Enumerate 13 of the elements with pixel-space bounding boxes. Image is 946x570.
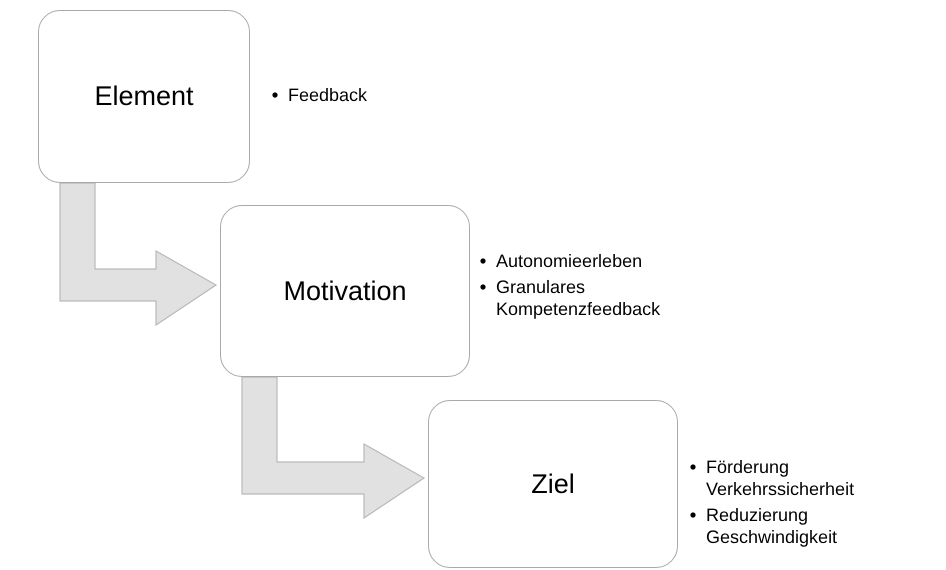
bullet-text: Förderung Verkehrssicherheit (706, 456, 856, 500)
bent-block-arrow (59, 182, 218, 326)
bullet-text: Autonomieerleben (496, 250, 642, 272)
node-title: Ziel (531, 468, 575, 501)
node-title: Element (94, 80, 194, 114)
bullet-text: Reduzierung Geschwindigkeit (706, 504, 838, 548)
rounded-box (220, 205, 470, 377)
rounded-box (38, 10, 250, 183)
bullet-text: Granulares Kompetenzfeedback (496, 276, 662, 320)
bullet-text: Feedback (288, 84, 368, 106)
bent-block-arrow (241, 376, 426, 520)
rounded-box (428, 400, 678, 568)
node-title: Motivation (283, 274, 407, 308)
